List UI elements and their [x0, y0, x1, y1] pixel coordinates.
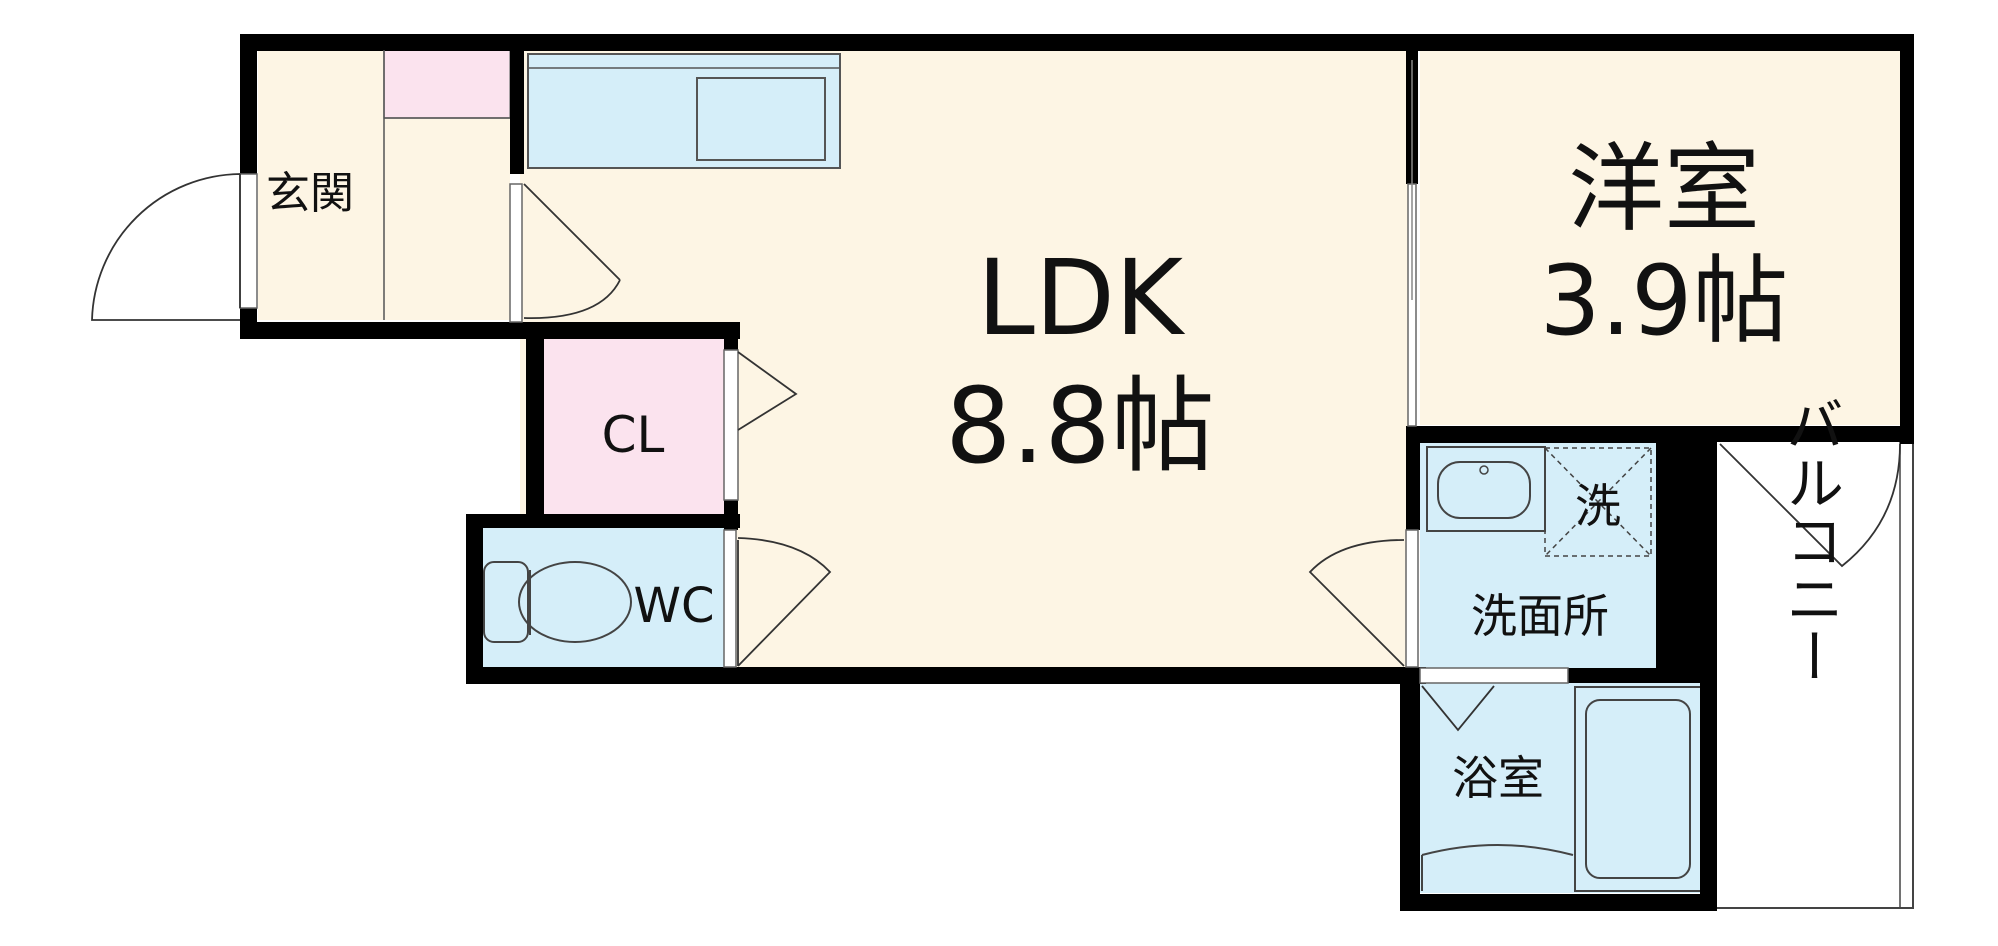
toilet-label: WC	[634, 578, 715, 634]
wall-genkan-bottom	[240, 322, 532, 339]
yokushitsu-label: 浴室	[1452, 751, 1544, 805]
wall-toilet-left	[466, 514, 483, 684]
wall-wet-bottom	[1400, 894, 1716, 911]
kitchen-counter	[527, 53, 841, 169]
wall-closet-right-top	[724, 322, 738, 350]
ldk-name-label: LDK	[977, 237, 1186, 359]
shoe-cabinet	[383, 49, 511, 119]
bath-floor-curve	[1421, 844, 1574, 856]
wall-genkan-left-upper	[240, 34, 257, 174]
ldk-size-label: 8.8帖	[945, 365, 1214, 487]
wall-bottom-main	[466, 667, 1426, 684]
yoshitsu-floor	[1420, 50, 1913, 425]
walls	[240, 34, 1914, 911]
bathtub-inner	[1585, 699, 1691, 879]
senmenjo-door	[1308, 539, 1405, 667]
wall-wet-left-upper	[1406, 426, 1420, 530]
senmenjo-label: 洗面所	[1471, 589, 1609, 643]
closet-floor	[544, 338, 724, 515]
kitchen-sink	[696, 77, 826, 161]
washer-cross-b	[1544, 447, 1652, 557]
yoshitsu-name-label: 洋室	[1568, 133, 1760, 245]
wall-closet-bottom	[466, 514, 740, 528]
toilet-tank	[483, 561, 529, 643]
washer-space	[1544, 447, 1652, 557]
closet-label: CL	[602, 406, 665, 464]
yoshitsu-size-label: 3.9帖	[1540, 245, 1789, 357]
washbasin-bowl	[1437, 461, 1531, 519]
wall-genkan-ldk-upper	[510, 34, 524, 174]
entrance-door	[91, 173, 241, 321]
doors	[91, 173, 1901, 732]
senmenjo-floor	[1420, 442, 1656, 668]
wall-closet-left	[526, 322, 544, 518]
bath-door-jamb	[1419, 667, 1569, 684]
toilet-door-jamb	[723, 529, 737, 668]
closet-door-jamb	[723, 349, 739, 501]
wall-closet-top	[526, 322, 740, 339]
genkan-ldk-door	[523, 183, 621, 319]
balcony-door	[1719, 443, 1901, 568]
wall-top-main	[508, 34, 1914, 51]
senmenjo-door-jamb	[1405, 529, 1419, 668]
bath-folding-door	[1421, 685, 1495, 732]
toilet-door	[737, 537, 832, 667]
closet-door	[737, 351, 798, 431]
balcony-label: バルコニー	[1776, 395, 1844, 685]
genkan-door-jamb	[239, 173, 258, 309]
wall-senmenjo-right	[1656, 442, 1702, 668]
toilet-bowl	[518, 561, 632, 643]
ldk-door-jamb	[509, 183, 523, 323]
genkan-label: 玄関	[266, 168, 354, 219]
wall-top-genkan	[240, 34, 522, 51]
wall-yoshitsu-bottom	[1406, 426, 1706, 443]
wall-senmenjo-bath	[1568, 668, 1704, 683]
wall-right-outer	[1900, 34, 1914, 444]
wall-wet-left-lower	[1400, 667, 1420, 911]
wall-yoshitsu-balcony	[1700, 426, 1914, 442]
washer-label: 洗	[1575, 479, 1621, 533]
washbasin-drain	[1479, 465, 1489, 475]
wall-wet-right	[1700, 426, 1717, 911]
toilet-floor	[482, 527, 724, 667]
wall-closet-right-mid	[724, 500, 738, 530]
